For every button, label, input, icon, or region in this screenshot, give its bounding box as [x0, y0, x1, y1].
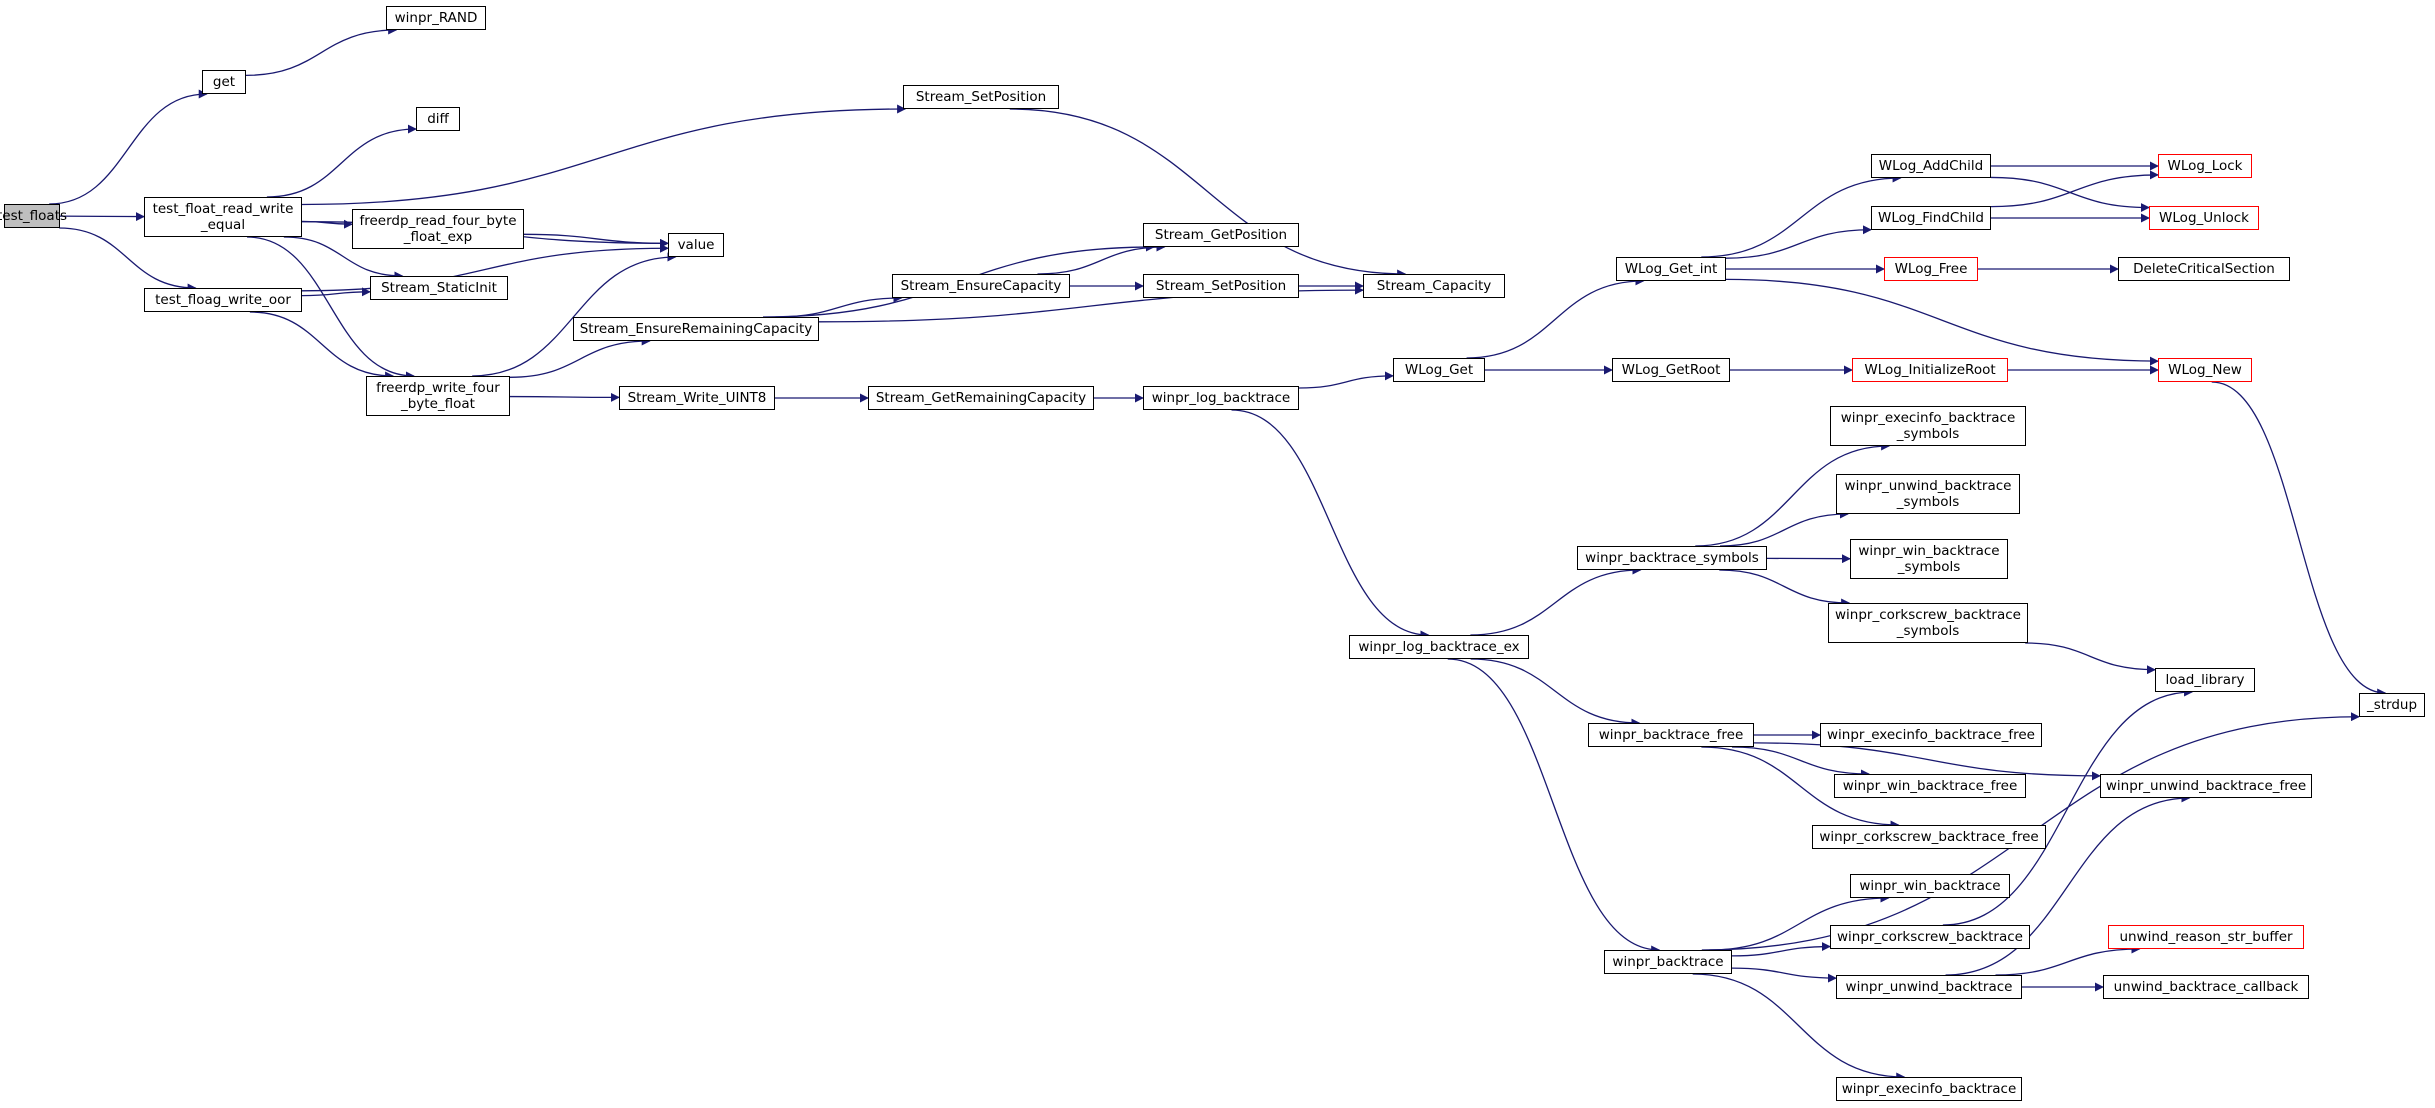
node-stream-staticinit[interactable]: Stream_StaticInit [370, 276, 508, 300]
node-winpr-execinfo-backtrace[interactable]: winpr_execinfo_backtrace [1836, 1077, 2022, 1101]
node-diff[interactable]: diff [416, 107, 460, 131]
node-stream-getremainingcapacity[interactable]: Stream_GetRemainingCapacity [868, 386, 1094, 410]
edge-winpr_log_backtrace_ex-to-winpr_backtrace [1447, 658, 1661, 955]
edge-winpr_backtrace_symbols-to-winpr_unwind_backtrace_symbols [1719, 509, 1849, 547]
edge-test_floag_write_oor-to-freerdp_write_four_byte_float [249, 311, 395, 381]
node-wlog-addchild[interactable]: WLog_AddChild [1871, 154, 1991, 178]
edge-winpr_backtrace_free-to-winpr_corkscrew_backtrace_free [1701, 746, 1900, 830]
node-load-library[interactable]: load_library [2155, 668, 2255, 692]
node-wlog-free[interactable]: WLog_Free [1884, 257, 1978, 281]
node-winpr-corkscrew-backtrace[interactable]: winpr_corkscrew_backtrace [1830, 925, 2030, 949]
edge-winpr_backtrace-to-winpr_corkscrew_backtrace [1731, 942, 1831, 957]
edge-wlog_get_int-to-wlog_findchild [1725, 225, 1872, 259]
node-freerdp-read-four-byte-float-exp[interactable]: freerdp_read_four_byte _float_exp [352, 209, 524, 249]
edge-winpr_log_backtrace-to-winpr_log_backtrace_ex [1231, 409, 1430, 640]
edge-winpr_backtrace_free-to-winpr_unwind_backtrace_free [1753, 742, 2101, 781]
node-stream-ensureremainingcapacity[interactable]: Stream_EnsureRemainingCapacity [573, 317, 819, 341]
node-test-float-read-write-equal[interactable]: test_float_read_write _equal [144, 197, 302, 237]
node-stream-setposition-mid[interactable]: Stream_SetPosition [1143, 274, 1299, 298]
node-stream-ensurecapacity[interactable]: Stream_EnsureCapacity [892, 274, 1070, 298]
edge-winpr_log_backtrace_ex-to-winpr_backtrace_free [1470, 658, 1641, 728]
node-wlog-get[interactable]: WLog_Get [1393, 358, 1485, 382]
edge-winpr_backtrace_symbols-to-winpr_corkscrew_backtrace_symbols [1719, 569, 1851, 608]
edge-winpr_corkscrew_backtrace-to-load_library [1942, 687, 2194, 926]
edge-test_floag_write_oor-to-stream_staticinit [301, 287, 371, 297]
edge-test_floats-to-test_floag_write_oor [59, 227, 197, 293]
node-winpr-backtrace-free[interactable]: winpr_backtrace_free [1588, 723, 1754, 747]
edge-freerdp_write_four_byte_float-to-stream_ensureremainingcapacity [509, 336, 651, 378]
edge-winpr_log_backtrace_ex-to-winpr_backtrace_symbols [1470, 565, 1642, 636]
node-winpr-execinfo-backtrace-free[interactable]: winpr_execinfo_backtrace_free [1820, 723, 2042, 747]
node-winpr-win-backtrace-symbols[interactable]: winpr_win_backtrace _symbols [1850, 539, 2008, 579]
node-stream-capacity[interactable]: Stream_Capacity [1363, 274, 1505, 298]
edge-wlog_get-to-wlog_get_int [1466, 276, 1645, 359]
node-wlog-findchild[interactable]: WLog_FindChild [1871, 206, 1991, 230]
node-deletecriticalsection[interactable]: DeleteCriticalSection [2118, 257, 2290, 281]
node-wlog-getroot[interactable]: WLog_GetRoot [1612, 358, 1730, 382]
node-wlog-get-int[interactable]: WLog_Get_int [1616, 257, 1726, 281]
edge-winpr_backtrace-to-winpr_execinfo_backtrace [1692, 973, 1906, 1082]
node-wlog-initializeroot[interactable]: WLog_InitializeRoot [1852, 358, 2008, 382]
node-winpr-backtrace-symbols[interactable]: winpr_backtrace_symbols [1577, 546, 1767, 570]
edge-winpr_backtrace_symbols-to-winpr_execinfo_backtrace_symbols [1695, 441, 1891, 547]
node-winpr-corkscrew-backtrace-free[interactable]: winpr_corkscrew_backtrace_free [1812, 825, 2046, 849]
edge-wlog_findchild-to-wlog_lock [1990, 170, 2159, 208]
edge-winpr_backtrace-to-winpr_unwind_backtrace [1731, 967, 1837, 983]
node-wlog-unlock[interactable]: WLog_Unlock [2149, 206, 2259, 230]
node-winpr-unwind-backtrace-symbols[interactable]: winpr_unwind_backtrace _symbols [1836, 474, 2020, 514]
edge-stream_setposition_top-to-stream_capacity [1009, 108, 1407, 279]
node-unwind-backtrace-callback[interactable]: unwind_backtrace_callback [2103, 975, 2309, 999]
edge-stream_ensurecapacity-to-stream_getposition [1037, 242, 1166, 275]
node-strdup[interactable]: _strdup [2359, 693, 2425, 717]
edge-winpr_unwind_backtrace-to-winpr_unwind_backtrace_free [1945, 793, 2191, 976]
node-winpr-corkscrew-backtrace-symbols[interactable]: winpr_corkscrew_backtrace _symbols [1828, 603, 2028, 643]
node-freerdp-write-four-byte-float[interactable]: freerdp_write_four _byte_float [366, 376, 510, 416]
node-winpr-win-backtrace-free[interactable]: winpr_win_backtrace_free [1834, 774, 2026, 798]
node-winpr-backtrace[interactable]: winpr_backtrace [1604, 950, 1732, 974]
edge-freerdp_read_four_byte_float_exp-to-value [523, 233, 669, 248]
node-stream-setposition-top[interactable]: Stream_SetPosition [903, 85, 1059, 109]
edge-winpr_log_backtrace-to-wlog_get [1298, 371, 1394, 389]
node-winpr-win-backtrace[interactable]: winpr_win_backtrace [1850, 874, 2010, 898]
node-winpr-rand[interactable]: winpr_RAND [386, 6, 486, 30]
edge-winpr_backtrace_free-to-winpr_win_backtrace_free [1731, 746, 1870, 779]
node-winpr-execinfo-backtrace-symbols[interactable]: winpr_execinfo_backtrace _symbols [1830, 406, 2026, 446]
node-winpr-log-backtrace-ex[interactable]: winpr_log_backtrace_ex [1349, 635, 1529, 659]
edge-winpr_corkscrew_backtrace_symbols-to-load_library [2025, 642, 2156, 675]
edge-wlog_get_int-to-wlog_new [1725, 278, 2159, 366]
edge-winpr_backtrace-to-winpr_win_backtrace [1709, 893, 1890, 951]
edge-test_float_read_write_equal-to-freerdp_write_four_byte_float [247, 236, 415, 381]
edge-freerdp_write_four_byte_float-to-stream_write_uint8 [509, 392, 620, 402]
node-stream-write-uint8[interactable]: Stream_Write_UINT8 [619, 386, 775, 410]
edge-freerdp_write_four_byte_float-to-value [472, 252, 677, 377]
edge-get-to-winpr_RAND [245, 25, 398, 77]
node-wlog-new[interactable]: WLog_New [2158, 358, 2252, 382]
node-winpr-log-backtrace[interactable]: winpr_log_backtrace [1143, 386, 1299, 410]
edge-test_floag_write_oor-to-value [301, 243, 669, 292]
node-wlog-lock[interactable]: WLog_Lock [2158, 154, 2252, 178]
node-winpr-unwind-backtrace[interactable]: winpr_unwind_backtrace [1836, 975, 2022, 999]
edge-test_float_read_write_equal-to-stream_staticinit [283, 236, 404, 281]
node-stream-getposition[interactable]: Stream_GetPosition [1143, 223, 1299, 247]
edge-test_float_read_write_equal-to-diff [266, 124, 417, 198]
node-test-floag-write-oor[interactable]: test_floag_write_oor [144, 288, 302, 312]
edge-winpr_unwind_backtrace-to-unwind_reason_str_buffer [1995, 944, 2141, 976]
node-value[interactable]: value [668, 233, 724, 257]
node-winpr-unwind-backtrace-free[interactable]: winpr_unwind_backtrace_free [2100, 774, 2312, 798]
edge-stream_ensureremainingcapacity-to-stream_ensurecapacity [775, 293, 903, 318]
edge-test_float_read_write_equal-to-stream_setposition_top [301, 104, 907, 206]
edge-test_floats-to-get [49, 89, 208, 205]
edge-wlog_new-to-strdup [2211, 381, 2387, 698]
edge-wlog_get_int-to-wlog_addchild [1701, 173, 1902, 258]
node-test-floats: test_floats [0, 204, 67, 228]
node-unwind-reason-str-buffer[interactable]: unwind_reason_str_buffer [2108, 925, 2304, 949]
node-get[interactable]: get [202, 70, 246, 94]
